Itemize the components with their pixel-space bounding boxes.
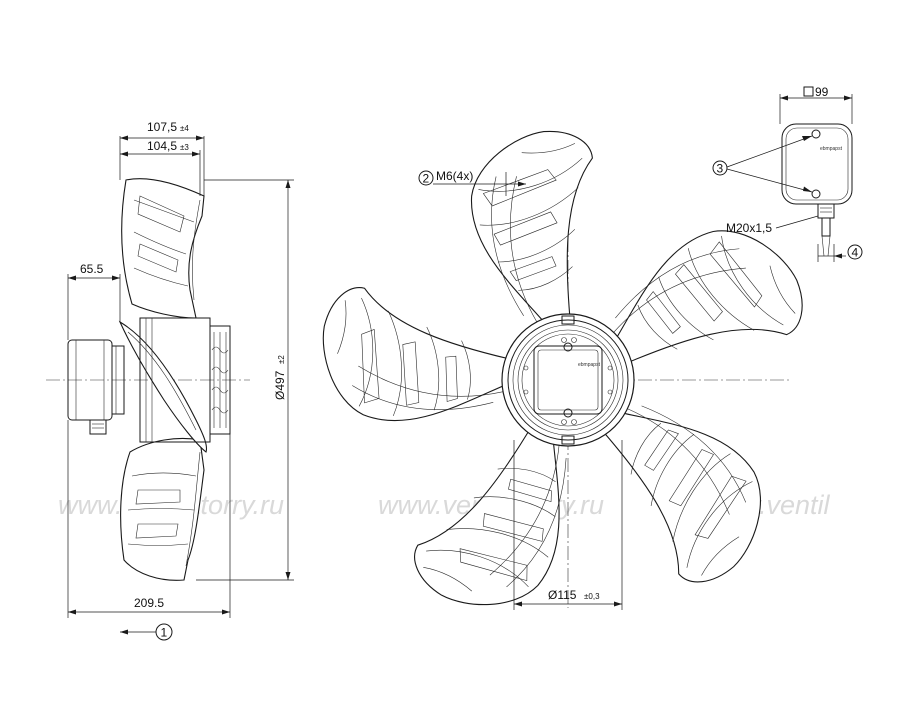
callout-4-circle xyxy=(847,244,863,260)
dim-overall-width: 209.5 xyxy=(134,596,164,610)
dim-total-depth: 107,5 xyxy=(147,120,177,134)
cable-gland-side xyxy=(89,419,107,435)
hub-terminal-box xyxy=(533,345,603,415)
screw-bottom xyxy=(811,189,821,199)
dim-hub-diameter-tol: ±0,3 xyxy=(584,592,600,601)
side-view-terminal-box xyxy=(67,339,125,435)
side-view-lower-blade xyxy=(120,437,205,581)
callout-3-circle xyxy=(712,160,728,176)
dim-blade-depth-tol: ±3 xyxy=(180,143,189,152)
impeller-blade-1 xyxy=(458,122,627,342)
dim-diameter-tol: ±2 xyxy=(277,355,286,364)
side-view-upper-blade xyxy=(121,178,205,319)
rotor-flange xyxy=(209,325,231,435)
cable-gland xyxy=(817,203,835,219)
callout-1-label: 1 xyxy=(161,626,168,640)
terminal-box-adapter xyxy=(111,345,125,415)
dim-total-depth-tol: ±4 xyxy=(180,124,189,133)
terminal-box-body xyxy=(781,123,853,205)
callout-2-circle xyxy=(418,170,434,186)
hub-brand-mark: ebmpapst xyxy=(578,362,601,368)
callout-2-label: 2 xyxy=(423,172,430,186)
dim-diameter: Ø497 xyxy=(273,370,287,400)
terminal-box-detail: 99 ebmpapst 3 M20x1,5 4 xyxy=(712,85,863,262)
dim-motor-depth: 65.5 xyxy=(80,262,104,276)
rotor-hub: ebmpapst xyxy=(501,313,635,447)
side-view-rotor xyxy=(139,317,231,443)
callout-4-label: 4 xyxy=(852,246,859,260)
impeller-blade-5 xyxy=(314,283,525,434)
dim-hub-diameter: Ø115 xyxy=(548,588,577,602)
impeller: ebmpapst xyxy=(314,122,819,632)
front-view: ebmpapst 2 M6(4x) Ø115 ±0,3 xyxy=(314,122,819,632)
square-symbol xyxy=(803,86,814,97)
callout-3-label: 3 xyxy=(717,162,724,176)
dim-blade-depth: 104,5 xyxy=(147,139,177,153)
box-brand-mark: ebmpapst xyxy=(820,146,843,152)
side-view-mid-blade xyxy=(118,320,208,453)
thread-label: M6(4x) xyxy=(436,169,473,183)
cable-gland-label: M20x1,5 xyxy=(726,221,772,235)
side-view: 107,5 ±4 104,5 ±3 65.5 209.5 Ø497 ±2 xyxy=(46,120,294,641)
screw-top xyxy=(811,129,821,139)
dim-box-size: 99 xyxy=(815,85,829,99)
callout-1-circle xyxy=(155,623,173,641)
